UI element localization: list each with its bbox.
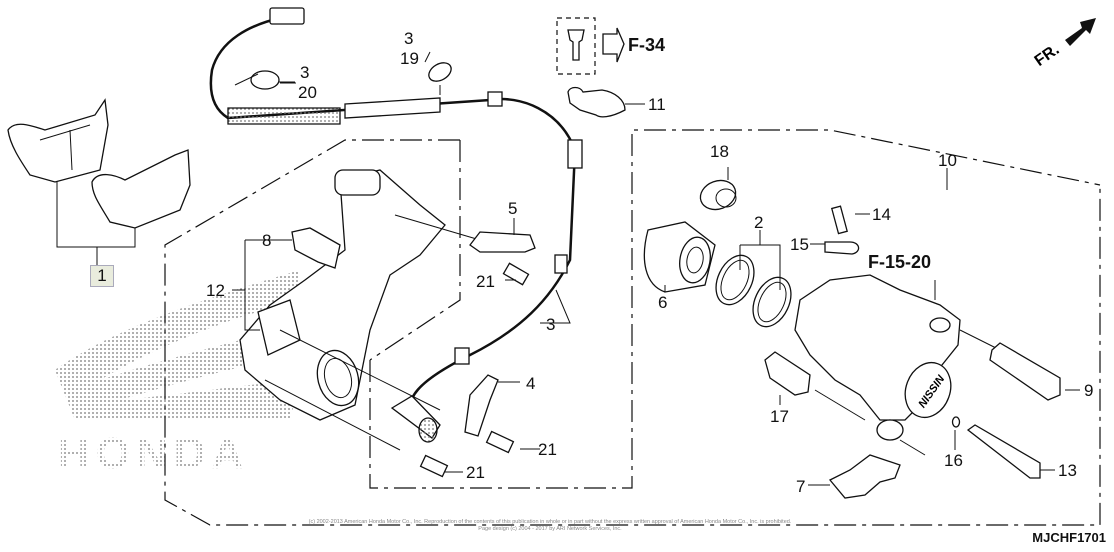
f34-reference-box	[556, 17, 596, 75]
leader-lines	[232, 82, 1080, 486]
caliper-bracket[interactable]	[239, 169, 481, 451]
piston-6[interactable]	[643, 221, 716, 293]
slide-pin-17[interactable]	[764, 351, 866, 421]
reference-arrow-icon	[602, 27, 625, 63]
copyright-line-1: (c) 2002-2013 American Honda Motor Co., …	[308, 519, 792, 525]
reference-f34[interactable]: F-34	[628, 35, 665, 55]
callout-3-clamp-20[interactable]: 3	[300, 63, 309, 82]
bolt-21-b[interactable]	[485, 430, 515, 454]
pad-pin-13[interactable]	[966, 424, 1041, 479]
callout-8[interactable]: 8	[262, 231, 271, 250]
band-clamp-19[interactable]	[424, 51, 454, 85]
washer-16[interactable]	[951, 416, 961, 428]
bolt-21-a[interactable]	[502, 262, 530, 286]
harness-clip-11[interactable]	[567, 86, 645, 118]
caliper-pin-9[interactable]	[989, 342, 1061, 401]
copyright-notice: (c) 2002-2013 American Honda Motor Co., …	[250, 519, 850, 533]
bleeder-cap-15[interactable]	[824, 241, 860, 255]
callout-15[interactable]: 15	[790, 235, 809, 254]
callout-11[interactable]: 11	[648, 95, 666, 114]
bolt-21-c[interactable]	[419, 454, 449, 478]
callout-20[interactable]: 20	[298, 83, 317, 102]
boot-18[interactable]	[696, 176, 739, 215]
band-clamp-20[interactable]	[234, 70, 295, 90]
piston-seal-set-2[interactable]	[709, 249, 799, 332]
brake-pad-set[interactable]	[7, 98, 191, 265]
callout-21-stay[interactable]: 21	[538, 440, 557, 459]
copyright-line-2: Page design (c) 2004 - 2017 by ARI Netwo…	[478, 526, 622, 532]
front-direction-indicator: FR.	[1032, 18, 1096, 70]
honda-wing-watermark: HONDA	[55, 270, 300, 478]
callout-10[interactable]: 10	[938, 151, 957, 170]
callout-4[interactable]: 4	[526, 374, 535, 393]
callout-21-bracket[interactable]: 21	[476, 272, 495, 291]
callout-21-sensor[interactable]: 21	[466, 463, 485, 482]
callout-17[interactable]: 17	[770, 407, 789, 426]
screw-reference-icon	[567, 29, 585, 61]
callout-2[interactable]: 2	[754, 213, 763, 232]
honda-watermark-text: HONDA	[58, 429, 249, 478]
callout-7[interactable]: 7	[796, 477, 805, 496]
pad-spring-8[interactable]	[291, 227, 341, 269]
callout-labels: 2 3 3 3 4 5 6 7 8 9 10 11 12 13 14 15 16…	[206, 29, 1093, 496]
callout-6[interactable]: 6	[658, 293, 667, 312]
caliper-body[interactable]: NISSIN	[794, 274, 1001, 456]
callout-18[interactable]: 18	[710, 142, 729, 161]
callout-16[interactable]: 16	[944, 451, 963, 470]
callout-12[interactable]: 12	[206, 281, 225, 300]
callout-14[interactable]: 14	[872, 205, 891, 224]
sensor-group-outline	[369, 129, 1101, 489]
wheel-speed-sensor[interactable]	[390, 395, 441, 443]
pad-spring-7[interactable]	[828, 454, 901, 499]
callout-1-highlighted[interactable]: 1	[90, 265, 114, 287]
caliper-bracket-group-outline	[164, 139, 1101, 526]
callout-9[interactable]: 9	[1084, 381, 1093, 400]
reference-f15-20[interactable]: F-15-20	[868, 252, 931, 272]
callout-3-clamp-19[interactable]: 3	[404, 29, 413, 48]
callout-13[interactable]: 13	[1058, 461, 1077, 480]
callout-5[interactable]: 5	[508, 199, 517, 218]
sensor-stay-5[interactable]	[469, 231, 536, 253]
sensor-stay-4[interactable]	[464, 374, 499, 437]
callout-3-harness[interactable]: 3	[546, 315, 555, 334]
front-direction-label: FR.	[1032, 41, 1063, 70]
callout-19[interactable]: 19	[400, 49, 419, 68]
diagram-code: MJCHF1701	[1032, 530, 1106, 545]
wheel-speed-sensor-harness[interactable]	[209, 7, 583, 421]
bleeder-screw-14[interactable]	[830, 205, 848, 235]
